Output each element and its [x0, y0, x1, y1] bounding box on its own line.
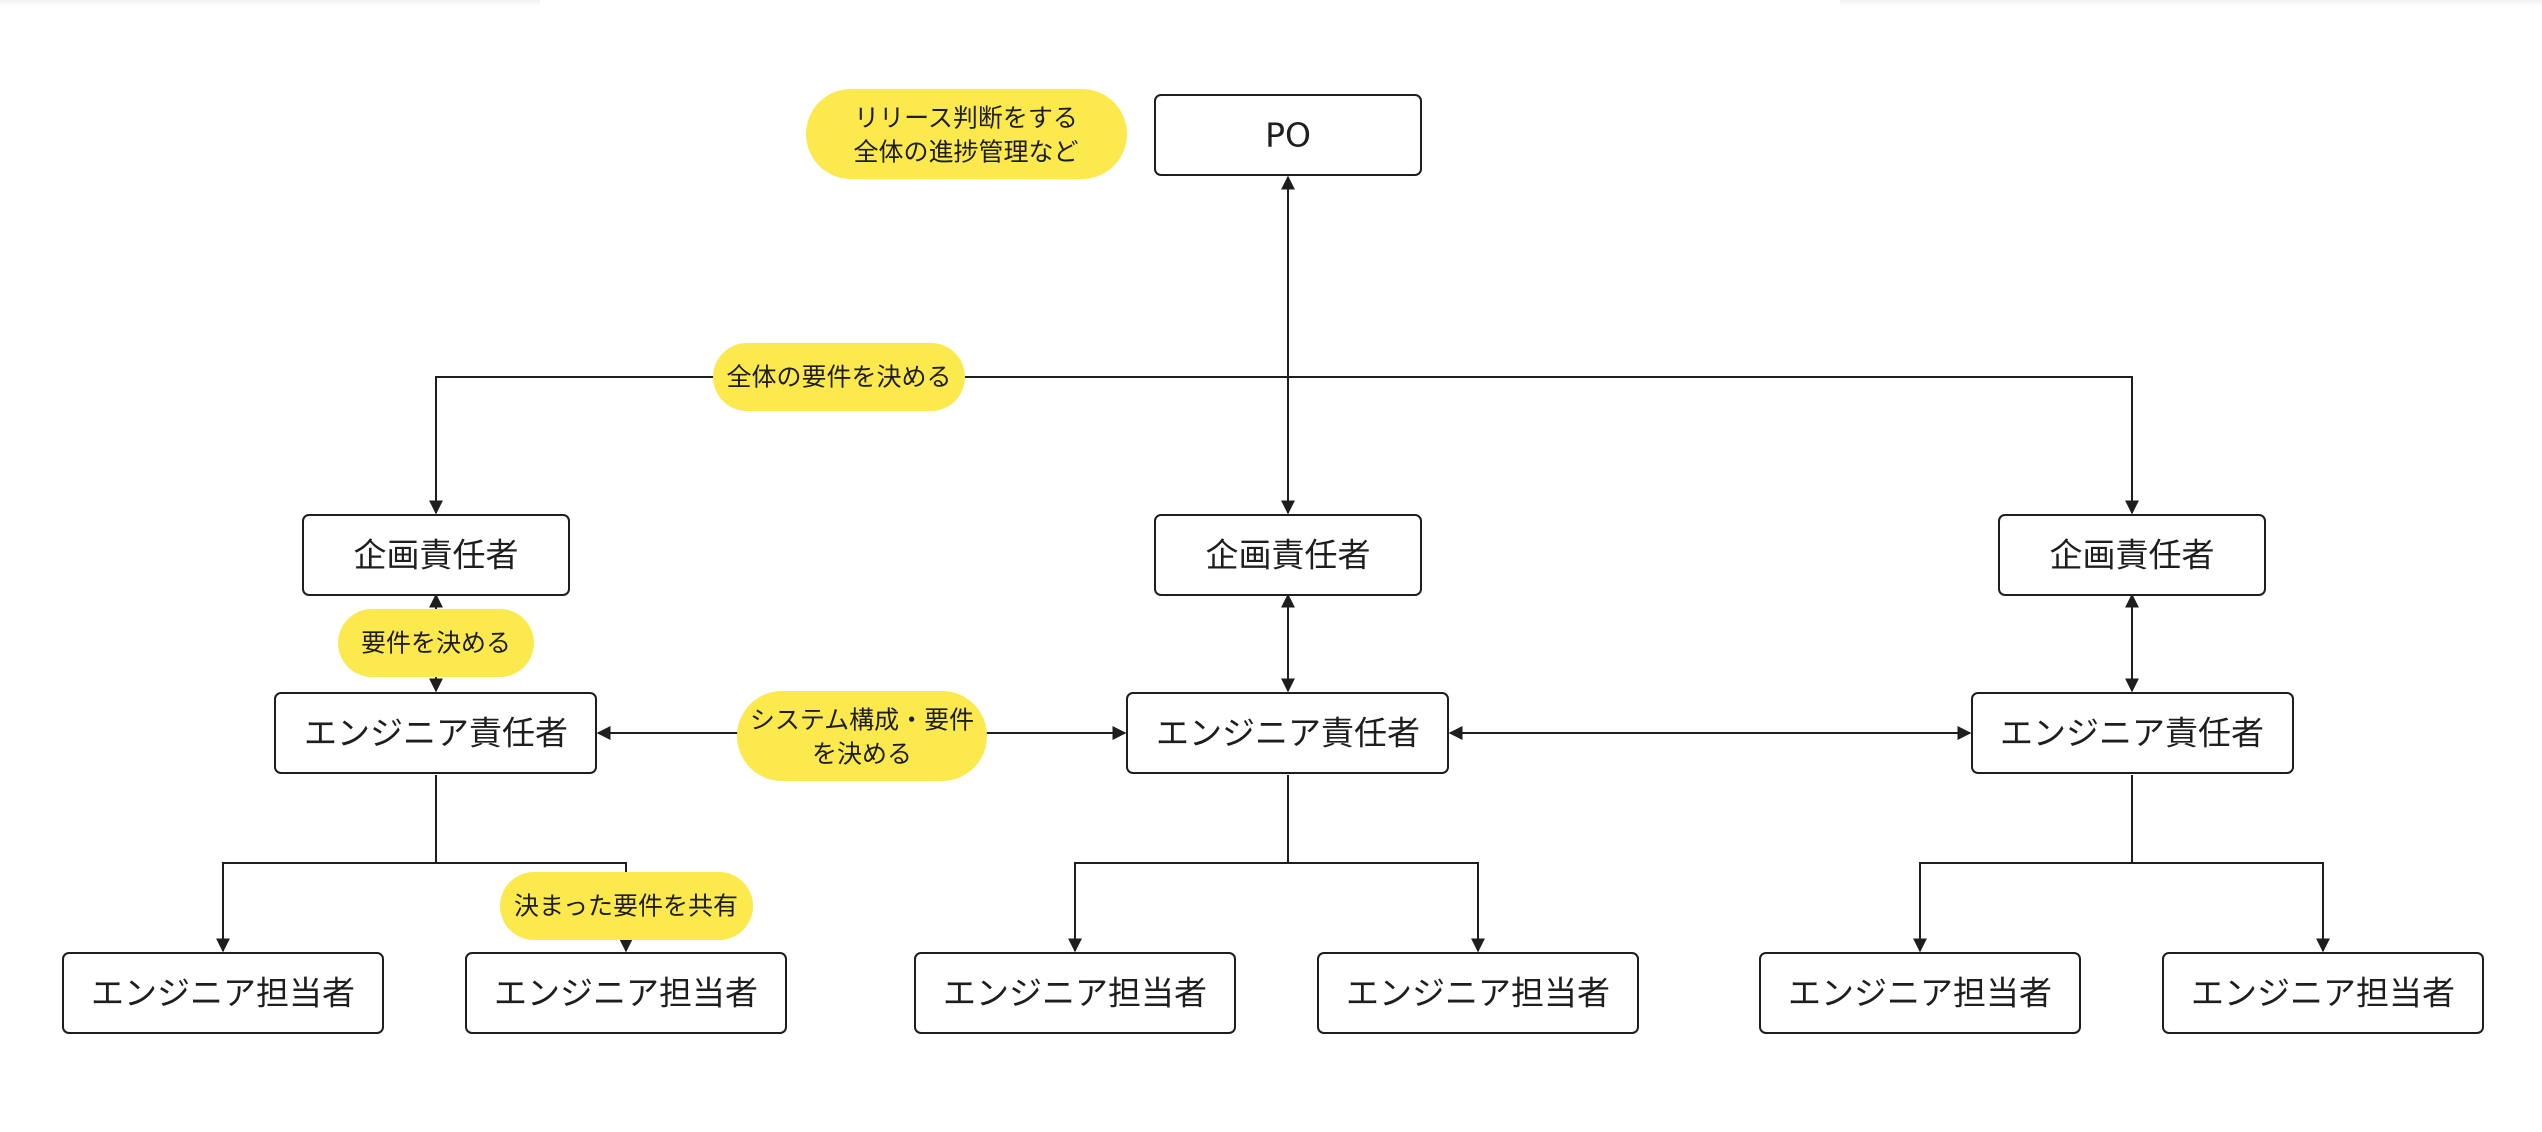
node-engineer-5-label: エンジニア担当者 — [1788, 974, 2052, 1013]
node-engineer-2[interactable]: エンジニア担当者 — [465, 952, 787, 1034]
note-overall-requirements-text: 全体の要件を決める — [726, 363, 951, 392]
node-engineer-6[interactable]: エンジニア担当者 — [2162, 952, 2484, 1034]
node-engineer-lead-right-label: エンジニア責任者 — [2000, 714, 2264, 753]
node-po-label: PO — [1265, 116, 1311, 155]
node-engineer-6-label: エンジニア担当者 — [2191, 974, 2455, 1013]
node-po[interactable]: PO — [1154, 94, 1422, 176]
note-share-requirements[interactable]: 決まった要件を共有 — [500, 872, 753, 940]
notes: リリース判断をする 全体の進捗管理など 全体の要件を決める 要件を決める システ… — [338, 89, 1127, 940]
note-po-role-line-1: リリース判断をする — [854, 104, 1078, 133]
node-planning-lead-center[interactable]: 企画責任者 — [1154, 514, 1422, 596]
node-engineer-1[interactable]: エンジニア担当者 — [62, 952, 384, 1034]
note-overall-requirements[interactable]: 全体の要件を決める — [713, 343, 965, 411]
nodes: PO 企画責任者 企画責任者 企画責任者 エンジニア責任者 エンジニア責任者 エ… — [62, 94, 2484, 1034]
note-requirements[interactable]: 要件を決める — [338, 609, 534, 677]
note-system-design-line-1: システム構成・要件 — [750, 706, 974, 735]
note-requirements-text: 要件を決める — [361, 629, 511, 658]
node-engineer-lead-center-label: エンジニア責任者 — [1156, 714, 1420, 753]
node-planning-lead-right-label: 企画責任者 — [2050, 536, 2215, 575]
connector-po-planning-right — [1288, 376, 2139, 515]
node-engineer-3[interactable]: エンジニア担当者 — [914, 952, 1236, 1034]
connector-to-engineer-3 — [1068, 862, 1288, 953]
top-right-shadow — [1840, 0, 2542, 6]
connector-po-planning-left — [429, 376, 1288, 515]
node-planning-lead-left-label: 企画責任者 — [354, 536, 519, 575]
top-left-shadow — [0, 0, 540, 6]
node-engineer-3-label: エンジニア担当者 — [943, 974, 1207, 1013]
node-engineer-lead-center[interactable]: エンジニア責任者 — [1126, 692, 1449, 774]
connectors — [216, 175, 2330, 953]
note-share-requirements-text: 決まった要件を共有 — [514, 892, 738, 921]
connector-to-engineer-6 — [2132, 862, 2330, 953]
connector-to-engineer-1 — [216, 862, 436, 953]
node-engineer-lead-left-label: エンジニア責任者 — [304, 714, 568, 753]
node-planning-lead-left[interactable]: 企画責任者 — [302, 514, 570, 596]
node-planning-lead-center-label: 企画責任者 — [1206, 536, 1371, 575]
note-po-role-line-2: 全体の進捗管理など — [853, 138, 1078, 167]
note-system-design-line-2: を決める — [812, 740, 912, 769]
note-system-design[interactable]: システム構成・要件 を決める — [737, 691, 987, 781]
node-engineer-4-label: エンジニア担当者 — [1346, 974, 1610, 1013]
node-engineer-5[interactable]: エンジニア担当者 — [1759, 952, 2081, 1034]
node-engineer-4[interactable]: エンジニア担当者 — [1317, 952, 1639, 1034]
node-engineer-1-label: エンジニア担当者 — [91, 974, 355, 1013]
node-engineer-lead-left[interactable]: エンジニア責任者 — [274, 692, 597, 774]
node-engineer-lead-right[interactable]: エンジニア責任者 — [1971, 692, 2294, 774]
node-engineer-2-label: エンジニア担当者 — [494, 974, 758, 1013]
connector-to-engineer-5 — [1913, 862, 2132, 953]
connector-to-engineer-4 — [1288, 862, 1485, 953]
note-po-role[interactable]: リリース判断をする 全体の進捗管理など — [806, 89, 1127, 179]
node-planning-lead-right[interactable]: 企画責任者 — [1998, 514, 2266, 596]
